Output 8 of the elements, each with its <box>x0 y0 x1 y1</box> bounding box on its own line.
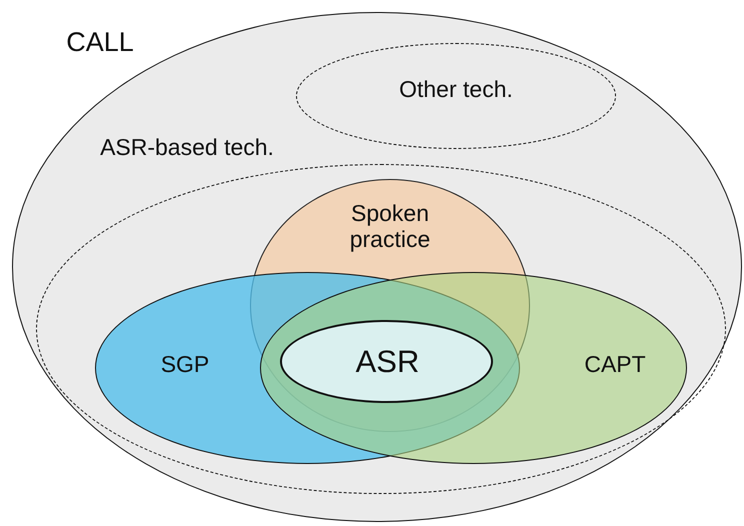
region-label: Spoken practice <box>348 200 432 253</box>
region-label: ASR <box>354 344 420 380</box>
region-label: CAPT <box>583 351 647 378</box>
region-label: Other tech. <box>398 76 514 102</box>
region-label: SGP <box>160 351 210 378</box>
dashed-ellipse <box>296 43 616 149</box>
region-label: CALL <box>65 27 135 58</box>
region-label: ASR-based tech. <box>99 134 275 160</box>
